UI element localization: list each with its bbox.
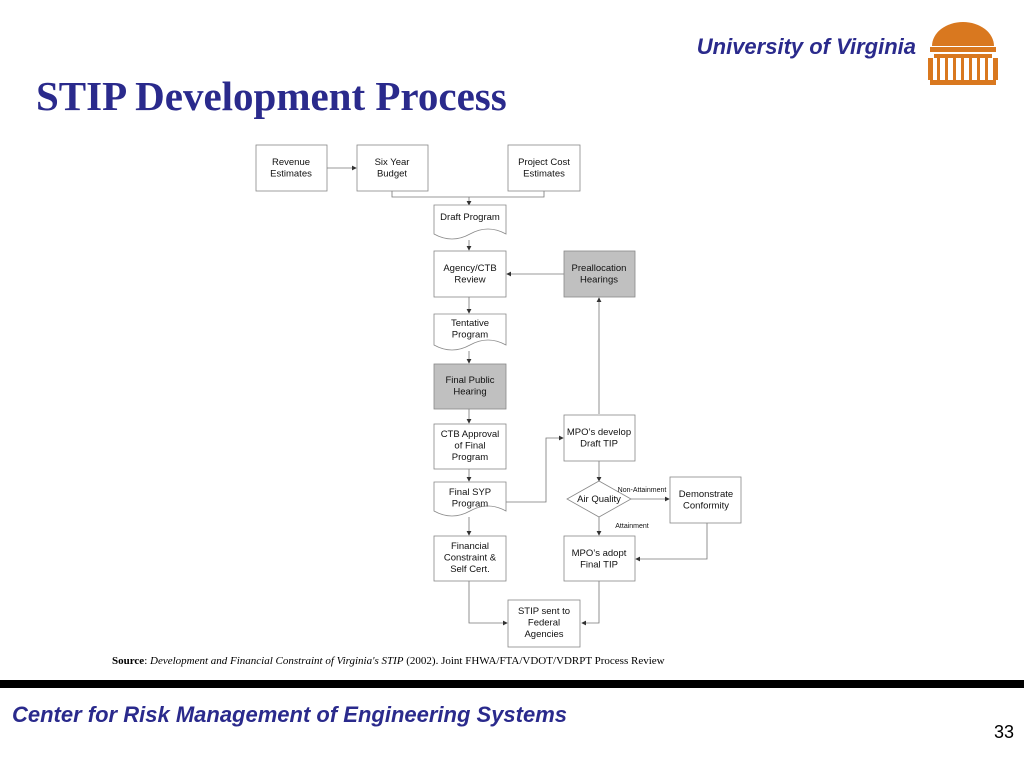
footer-center-name: Center for Risk Management of Engineerin…: [12, 702, 568, 727]
demonstrate-label: Conformity: [683, 501, 729, 512]
footer-divider: [0, 680, 1024, 688]
rotunda-logo-icon: [928, 22, 998, 85]
financial-label: Financial: [451, 541, 489, 552]
financial-label: Constraint &: [444, 553, 497, 564]
preallocation-label: Preallocation: [572, 263, 627, 274]
page-number: 33: [993, 722, 1014, 742]
air-quality-label: Air Quality: [577, 494, 621, 505]
slide-title: STIP Development Process: [36, 73, 507, 119]
source-citation: Source: Development and Financial Constr…: [112, 655, 665, 667]
final-syp-label: Final SYP: [449, 487, 491, 498]
university-name: University of Virginia: [696, 34, 916, 59]
mpo-adopt-label: MPO’s adopt: [572, 548, 627, 559]
tentative-label: Tentative: [451, 318, 489, 329]
final-syp-label: Program: [452, 499, 489, 510]
financial-label: Self Cert.: [450, 564, 490, 575]
stip-sent-label: STIP sent to: [518, 606, 570, 617]
demonstrate-conformity-box: [669, 476, 742, 524]
six-year-budget-box: [356, 144, 429, 192]
mpo-draft-label: MPO’s develop: [567, 427, 631, 438]
revenue-estimates-box: [255, 144, 328, 192]
air-quality-diamond: [566, 480, 632, 518]
ctb-approval-label: of Final: [454, 441, 485, 452]
final-public-hearing-box: [433, 363, 507, 410]
project-cost-estimates-box: [507, 144, 581, 192]
agency-review-label: Review: [454, 275, 485, 286]
financial-constraint-box: [433, 535, 507, 582]
draft-program-box: [433, 204, 507, 240]
six-year-label: Six Year: [375, 157, 410, 168]
tentative-label: Program: [452, 330, 489, 341]
ctb-approval-label: Program: [452, 452, 489, 463]
demonstrate-label: Demonstrate: [679, 489, 733, 500]
agency-review-label: Agency/CTB: [443, 263, 496, 274]
project-cost-label: Estimates: [523, 169, 565, 180]
mpo-draft-tip-box: [563, 414, 636, 462]
attainment-label: Attainment: [615, 523, 649, 530]
preallocation-hearings-box: [563, 250, 636, 298]
mpo-draft-label: Draft TIP: [580, 439, 618, 450]
stip-sent-label: Federal: [528, 618, 560, 629]
tentative-program-box: [433, 313, 507, 351]
mpo-adopt-label: Final TIP: [580, 560, 618, 571]
preallocation-label: Hearings: [580, 275, 618, 286]
revenue-label: Revenue: [272, 157, 310, 168]
six-year-label: Budget: [377, 169, 407, 180]
ctb-approval-label: CTB Approval: [441, 429, 500, 440]
ctb-approval-box: [433, 423, 507, 470]
final-syp-program-box: [433, 481, 507, 517]
final-public-label: Final Public: [445, 375, 494, 386]
draft-program-label: Draft Program: [440, 212, 500, 223]
agency-ctb-review-box: [433, 250, 507, 298]
revenue-label: Estimates: [270, 169, 312, 180]
non-attainment-label: Non-Attainment: [618, 487, 667, 494]
mpo-adopt-final-tip-box: [563, 535, 636, 582]
stip-sent-label: Agencies: [524, 629, 563, 640]
final-public-label: Hearing: [453, 387, 486, 398]
stip-sent-box: [507, 599, 581, 648]
project-cost-label: Project Cost: [518, 157, 570, 168]
